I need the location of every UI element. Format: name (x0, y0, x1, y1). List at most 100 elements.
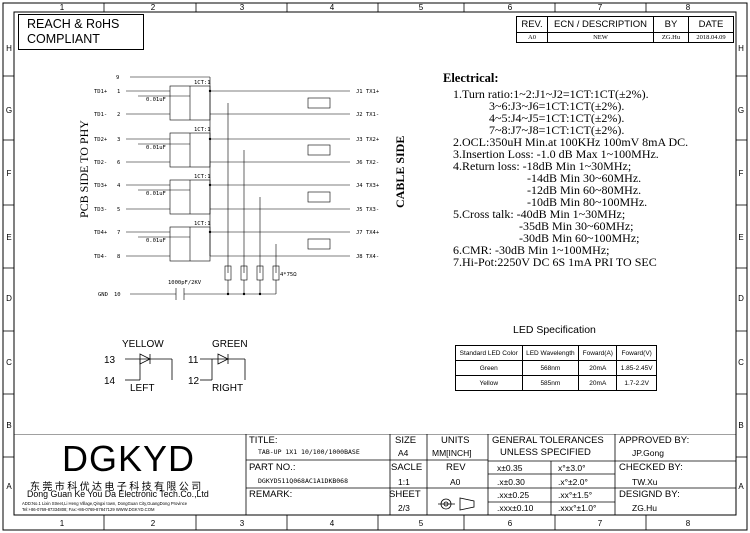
spec-line: -14dB Min 30~60MHz. (527, 171, 642, 185)
checked-by-value: TW.Xu (632, 477, 658, 487)
address-line: ADD:No.1 Lixin Street,Li Heng Village,Qi… (22, 501, 188, 506)
rohs-line-2: COMPLIANT (27, 32, 100, 46)
col-label-top: 2 (151, 3, 156, 12)
green-led-pin-12: 12 (188, 376, 200, 387)
row-label-right: C (738, 358, 744, 367)
approved-by-value: JP.Gong (632, 448, 664, 458)
led-cell: 20mA (578, 360, 618, 376)
pin-name: TD1+ (94, 89, 108, 95)
cap-label: 0.01uF (146, 145, 166, 151)
spec-line: 4~5:J4~J5=1CT:1CT(±2%). (489, 111, 625, 125)
electrical-title: Electrical: (443, 71, 499, 85)
row-label-right: H (738, 44, 744, 53)
pin-name: TD3+ (94, 183, 108, 189)
scale-value: 1:1 (398, 477, 410, 487)
row-label-left: C (6, 358, 12, 367)
pcb-side-label: PCB SIDE TO PHY (77, 120, 91, 218)
yellow-led-pin-14: 14 (104, 376, 116, 387)
spec-line: 4.Return loss: -18dB Min 1~30MHz; (453, 159, 632, 173)
pin-number: 7 (117, 230, 120, 236)
spec-line: 6.CMR: -30dB Min 1~100MHz; (453, 243, 610, 257)
tolerance-angular: .xx°±1.5° (558, 490, 593, 500)
spec-line: 3.Insertion Loss: -1.0 dB Max 1~100MHz. (453, 147, 659, 161)
part-no-value: DGKYD511Q068AC1A1DKB068 (258, 477, 349, 485)
spec-line: -35dB Min 30~60MHz; (519, 219, 634, 233)
tolerance-linear: x±0.35 (497, 463, 523, 473)
designed-by-value: ZG.Hu (632, 503, 658, 513)
col-label-top: 3 (240, 3, 245, 12)
title-value: TAB-UP 1X1 10/100/1000BASE (258, 448, 360, 456)
revision-table: REV. ECN / DESCRIPTION BY DATE A0 NEW ZG… (516, 16, 734, 43)
pin-number: 3 (117, 137, 120, 143)
led-col-header: Standard LED Color (455, 345, 523, 361)
rev-header: REV. (516, 16, 548, 33)
tolerance-subtitle: UNLESS SPECIFIED (500, 447, 591, 458)
pin-name: TD4+ (94, 230, 108, 236)
row-label-right: F (739, 169, 744, 178)
checked-by-label: CHECKED BY: (619, 462, 683, 473)
row-label-right: E (738, 233, 743, 242)
units-value: MM[INCH] (432, 448, 472, 458)
company-name-cn: 东莞市科优达电子科技有限公司 (30, 482, 204, 493)
row-label-right: G (738, 106, 744, 115)
rohs-compliance-box: REACH & RoHS COMPLIANT (18, 14, 144, 50)
yellow-led-pin-13: 13 (104, 355, 116, 366)
date-value: 2018.04.09 (688, 32, 734, 43)
company-logo: DGKYD (62, 438, 196, 479)
tolerance-angular: .x°±2.0° (558, 477, 588, 487)
spec-line: 2.OCL:350uH Min.at 100KHz 100mV 8mA DC. (453, 135, 689, 149)
company-name-en: Dong Guan Ke You Da Electronic Tech.Co.,… (27, 489, 209, 499)
col-label-top: 1 (60, 3, 65, 12)
pin-number: 9 (116, 75, 119, 81)
row-label-left: B (6, 421, 11, 430)
spec-line: -12dB Min 60~80MHz. (527, 183, 642, 197)
green-led-side: RIGHT (212, 383, 243, 394)
col-label-bottom: 4 (330, 519, 335, 528)
led-spec-table: Standard LED Color LED Wavelength Foward… (455, 345, 657, 391)
col-label-bottom: 2 (151, 519, 156, 528)
pin-name: TD3- (94, 207, 107, 213)
tolerance-linear: .xx±0.25 (497, 490, 530, 500)
row-label-left: G (6, 106, 12, 115)
resistor-label: 4*75Ω (280, 272, 297, 278)
designed-by-label: DESIGND BY: (619, 489, 680, 500)
title-block-grid (14, 434, 736, 515)
spec-line: -30dB Min 60~100MHz; (519, 231, 640, 245)
spec-line: 7~8:J7~J8=1CT:1CT(±2%). (489, 123, 625, 137)
row-label-left: E (6, 233, 11, 242)
led-cell: 568nm (521, 360, 580, 376)
spec-line: -10dB Min 80~100MHz. (527, 195, 648, 209)
turns-ratio-label: 1CT:1 (194, 174, 211, 180)
pin-number: 4 (117, 183, 121, 189)
col-label-bottom: 8 (686, 519, 691, 528)
rev-label: REV (446, 462, 466, 473)
size-value: A4 (398, 448, 409, 458)
title-label: TITLE: (249, 435, 278, 446)
turns-ratio-label: 1CT:1 (194, 221, 211, 227)
pin-number: 2 (117, 112, 120, 118)
pin-number: 10 (114, 292, 121, 298)
col-label-top: 8 (686, 3, 691, 12)
col-label-top: 6 (508, 3, 513, 12)
spec-line: 5.Cross talk: -40dB Min 1~30MHz; (453, 207, 626, 221)
col-label-top: 7 (598, 3, 603, 12)
row-label-left: A (6, 482, 12, 491)
cable-side-label: CABLE SIDE (393, 136, 407, 208)
cable-pin: J2 TX1- (356, 112, 379, 118)
pin-number: 6 (117, 160, 120, 166)
cap-label: 0.01uF (146, 238, 166, 244)
led-cell: 1.7-2.2V (616, 375, 657, 391)
by-value: ZG.Hu (653, 32, 689, 43)
led-cell: 585nm (521, 375, 580, 391)
rev-value: A0 (516, 32, 548, 43)
ecn-value: NEW (547, 32, 654, 43)
tolerance-linear: .x±0.30 (497, 477, 525, 487)
col-label-bottom: 7 (598, 519, 603, 528)
cable-pin: J4 TX3+ (356, 183, 380, 189)
tolerance-title: GENERAL TOLERANCES (492, 435, 604, 446)
pin-name: TD4- (94, 254, 107, 260)
led-diagrams: YELLOW 13 14 LEFT GREEN 11 12 RIGHT (104, 339, 248, 394)
tolerance-linear: .xxx±0.10 (497, 503, 534, 513)
size-label: SIZE (395, 435, 417, 446)
